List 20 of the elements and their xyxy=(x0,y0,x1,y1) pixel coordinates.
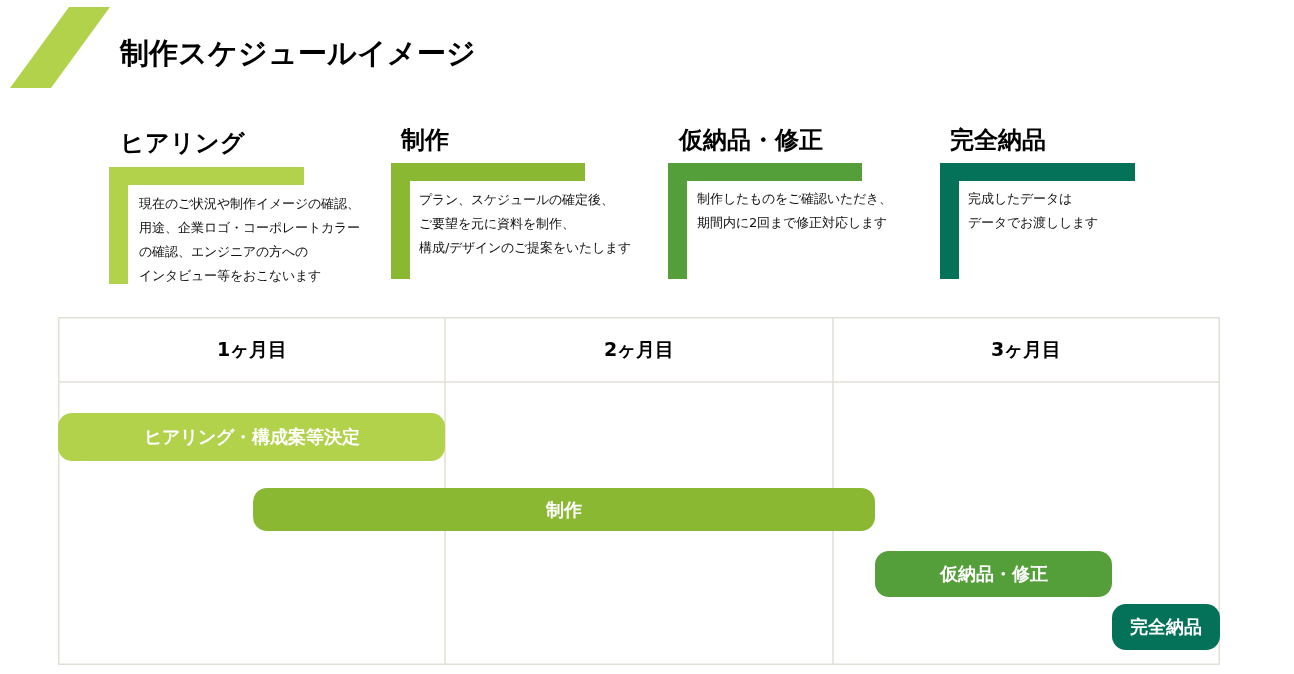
bar-label: ヒアリング・構成案等決定 xyxy=(143,425,360,449)
phase-description: 完成したデータはデータでお渡しします xyxy=(968,190,1098,232)
phase-heading: 制作 xyxy=(401,125,449,155)
phase-heading: 完全納品 xyxy=(950,125,1046,155)
month-header: 2ヶ月目 xyxy=(604,337,675,362)
phase-description: 現在のご状況や制作イメージの確認、用途、企業ロゴ・コーポレートカラーの確認、エンジニアの方へのインタビュー等をおこないます xyxy=(139,195,360,285)
gantt-bar xyxy=(875,551,1112,597)
phase-description: 制作したものをご確認いただき、期間内に2回まで修正対応します xyxy=(697,190,892,232)
phase-heading: ヒアリング xyxy=(120,128,245,158)
bar-label: 完全納品 xyxy=(1130,615,1202,639)
month-header: 1ヶ月目 xyxy=(217,337,288,362)
bar-label: 制作 xyxy=(546,497,582,522)
gantt-bar xyxy=(253,488,875,531)
phase-description: プラン、スケジュールの確定後、ご要望を元に資料を制作、構成/デザインのご提案をいたします xyxy=(419,191,632,257)
page-title: 制作スケジュールイメージ xyxy=(120,35,476,72)
gantt-bar xyxy=(1112,604,1220,650)
phase-heading: 仮納品・修正 xyxy=(679,125,823,155)
bar-label: 仮納品・修正 xyxy=(939,562,1048,586)
month-header: 3ヶ月目 xyxy=(991,337,1062,362)
gantt-bar xyxy=(58,413,445,461)
